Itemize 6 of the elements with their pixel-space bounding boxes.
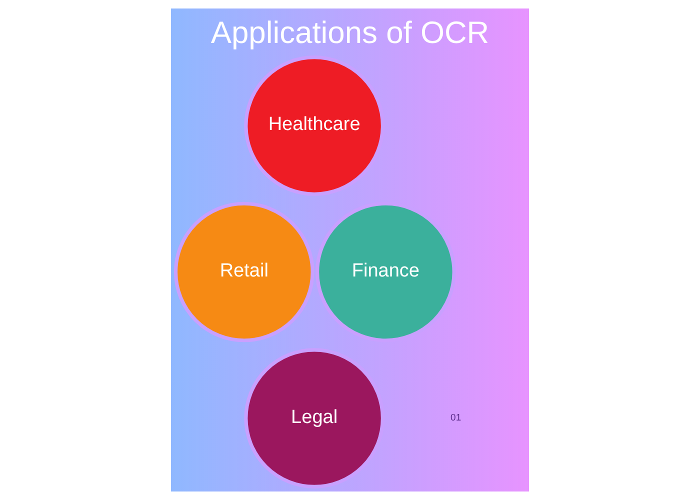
diagram-title: Applications of OCR (210, 14, 490, 50)
label: 01 (450, 412, 462, 424)
node-circle: Retail (174, 202, 314, 342)
node-circle: Legal (244, 348, 384, 488)
node-circle: Finance (316, 202, 456, 342)
node-circle: Healthcare (244, 56, 384, 196)
